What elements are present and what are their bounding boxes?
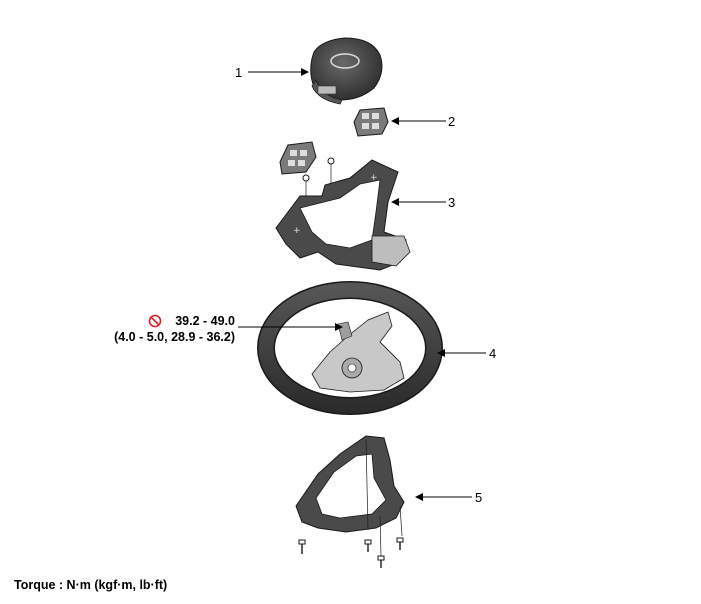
callout-4: 4 [489, 346, 497, 361]
torque-value-alt: (4.0 - 5.0, 28.9 - 36.2) [114, 329, 235, 344]
lower-cover [295, 435, 405, 557]
torque-spec: 39.2 - 49.0 (4.0 - 5.0, 28.9 - 36.2) [90, 314, 235, 345]
torque-value-nm: 39.2 - 49.0 [175, 314, 235, 328]
left-switch [279, 141, 317, 175]
lower-screw-1 [298, 539, 306, 554]
brand-emblem-icon [330, 53, 360, 69]
steering-wheel [257, 281, 443, 415]
no-reuse-icon [148, 314, 162, 328]
right-switch [353, 107, 389, 137]
callout-3: 3 [448, 195, 456, 210]
callout-2: 2 [448, 114, 456, 129]
lower-screw-2 [364, 539, 372, 552]
airbag-module [310, 37, 383, 105]
callout-1: 1 [235, 65, 243, 80]
upper-cover: + + [275, 159, 411, 271]
lower-screw-4 [377, 555, 385, 568]
torque-units-note: Torque : N·m (kgf·m, lb·ft) [14, 578, 168, 592]
svg-text:+: + [370, 173, 378, 183]
lower-screw-3 [396, 537, 404, 550]
svg-text:+: + [293, 226, 301, 236]
callout-5: 5 [475, 490, 483, 505]
